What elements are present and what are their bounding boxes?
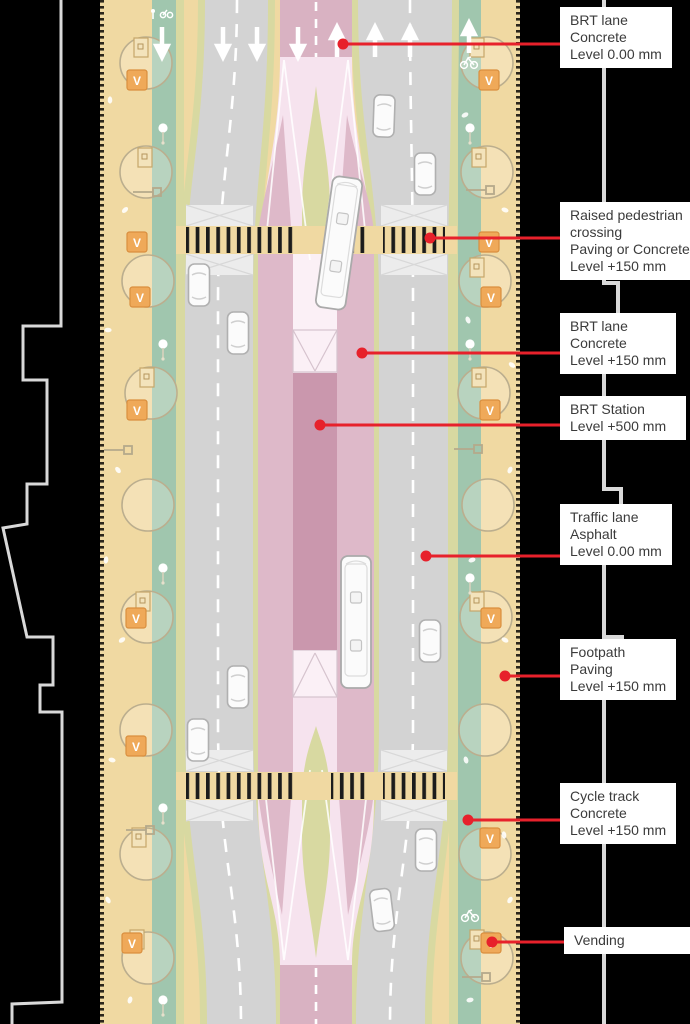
- callout-line: Cycle track: [570, 788, 640, 804]
- callout-traffic-lane: Traffic lane Asphalt Level 0.00 mm: [560, 504, 672, 565]
- pedestrian-mark: [108, 757, 116, 763]
- pedestrian-mark: [507, 896, 513, 904]
- brt-station-platform: [293, 373, 337, 650]
- callout-line: Level +150 mm: [570, 822, 667, 838]
- callout-line: Level +150 mm: [570, 352, 667, 368]
- pedestrian-mark: [468, 557, 476, 563]
- callout-cycle-track: Cycle track Concrete Level +150 mm: [560, 783, 677, 844]
- callout-raised-crossing: Raised pedestrian crossing Paving or Con…: [560, 202, 690, 280]
- pedestrian-mark: [508, 362, 516, 368]
- pedestrian-mark: [121, 207, 129, 213]
- pedestrian-mark: [465, 316, 471, 324]
- callout-line: Asphalt: [570, 526, 617, 542]
- callout-vending: Vending: [564, 927, 690, 954]
- pedestrian-mark: [501, 207, 509, 213]
- callout-line: Paving: [570, 661, 613, 677]
- pedestrian-mark: [103, 556, 109, 564]
- pedestrian-mark: [507, 466, 513, 474]
- pedestrian-crossing-bottom: [176, 772, 457, 800]
- callout-line: Concrete: [570, 805, 627, 821]
- pedestrian-mark: [466, 997, 474, 1003]
- crossing-ramps: [185, 204, 448, 822]
- callout-footpath: Footpath Paving Level +150 mm: [560, 639, 677, 700]
- callout-line: Level 0.00 mm: [570, 46, 662, 62]
- callout-line: Paving or Concrete: [570, 241, 690, 257]
- pedestrian-mark: [127, 996, 133, 1004]
- callout-line: Level +150 mm: [570, 258, 667, 274]
- pedestrian-crossing-top: [176, 226, 457, 254]
- callout-line: Footpath: [570, 644, 626, 660]
- pedestrian-mark: [501, 637, 509, 643]
- callout-line: Traffic lane: [570, 509, 639, 525]
- pedestrian-mark: [463, 756, 469, 764]
- pedestrian-marks: [103, 96, 516, 1004]
- lane-markings: [216, 0, 415, 1024]
- plot-edge-hatch-right: [516, 0, 520, 1024]
- section-profile-line: [1, 0, 64, 1024]
- pedestrian-mark: [105, 896, 111, 904]
- callout-line: Raised pedestrian: [570, 207, 683, 223]
- callout-line: Vending: [574, 932, 625, 948]
- callout-line: Level 0.00 mm: [570, 543, 662, 559]
- callout-line: crossing: [570, 224, 623, 240]
- pedestrian-mark: [461, 112, 469, 118]
- callout-line: Level +150 mm: [570, 678, 667, 694]
- pedestrian-mark: [118, 637, 126, 643]
- callout-brt-station: BRT Station Level +500 mm: [560, 396, 686, 440]
- pedestrian-mark: [501, 831, 507, 839]
- callout-leaders: [314, 38, 564, 948]
- pedestrian-mark: [115, 466, 121, 474]
- callout-line: Concrete: [570, 335, 627, 351]
- callout-line: BRT Station: [570, 401, 645, 417]
- pedestrian-mark: [104, 327, 112, 333]
- callout-line: Level +500 mm: [570, 418, 667, 434]
- plot-edge-hatch-left: [100, 0, 104, 1024]
- callout-brt-lane-150: BRT lane Concrete Level +150 mm: [560, 313, 677, 374]
- station-gore-bottom: [292, 649, 338, 698]
- callout-line: BRT lane: [570, 318, 628, 334]
- callout-brt-lane-0: BRT lane Concrete Level 0.00 mm: [560, 7, 672, 68]
- pedestrian-mark: [107, 96, 113, 104]
- callout-line: Concrete: [570, 29, 627, 45]
- callout-line: BRT lane: [570, 12, 628, 28]
